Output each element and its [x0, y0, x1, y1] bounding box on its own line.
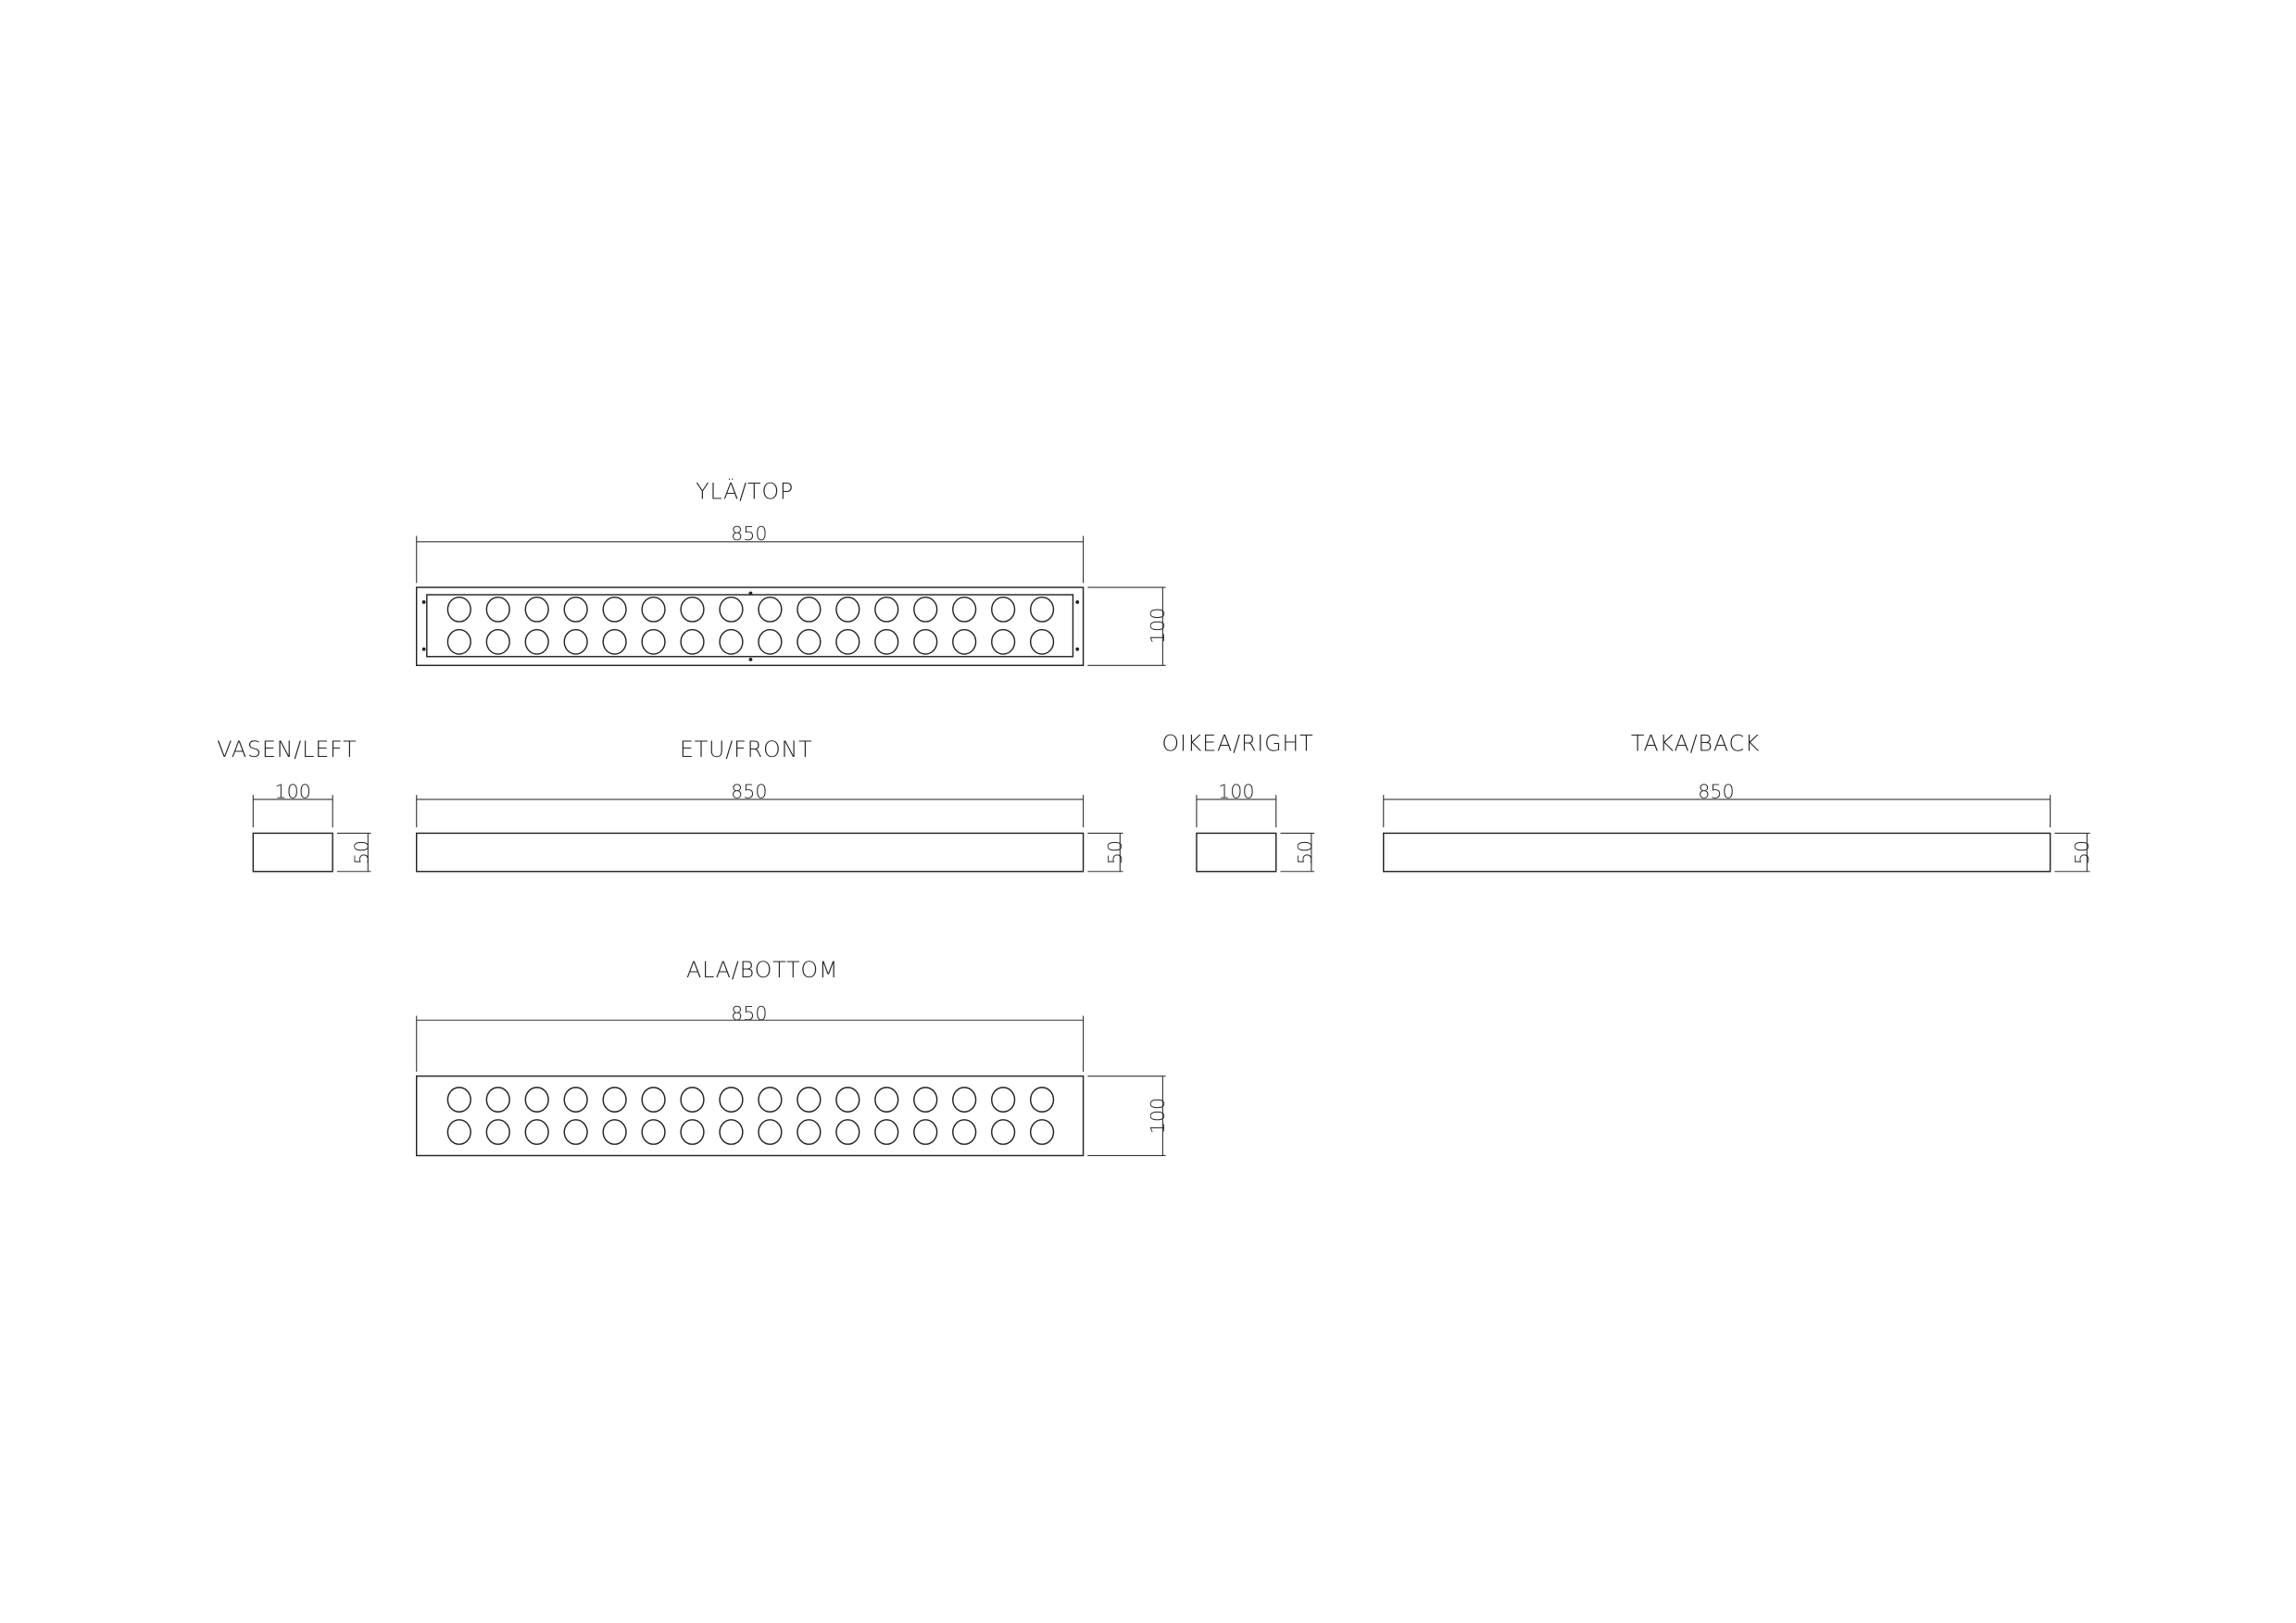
left-width-dimension: 100	[275, 780, 311, 802]
hole	[835, 1087, 860, 1113]
hole	[563, 628, 588, 655]
left-outline	[252, 832, 333, 873]
bottom-view: ALA/BOTTOM 850 100	[416, 957, 1169, 1157]
hole	[835, 628, 860, 655]
front-outline	[416, 832, 1085, 873]
hole	[680, 628, 705, 655]
right-height-dimension: 50	[1294, 840, 1316, 864]
hole	[835, 596, 860, 623]
hole	[758, 1119, 783, 1145]
hole	[524, 628, 549, 655]
top-width-dimension: 850	[731, 522, 767, 545]
hole	[446, 596, 471, 623]
right-width-dimension: 100	[1218, 780, 1254, 802]
hole	[719, 596, 744, 623]
hole	[797, 628, 822, 655]
hole	[719, 628, 744, 655]
bottom-holes	[446, 1087, 1055, 1145]
top-view: YLÄ/TOP 850 100	[416, 479, 1169, 666]
left-view-title: VASEN/LEFT	[217, 736, 357, 762]
top-holes	[446, 596, 1055, 655]
hole	[952, 1087, 977, 1113]
hole	[485, 1119, 510, 1145]
hole	[485, 628, 510, 655]
hole	[641, 628, 666, 655]
hole	[991, 628, 1016, 655]
hole	[874, 596, 899, 623]
bottom-height-dimension: 100	[1147, 1098, 1169, 1134]
hole	[758, 596, 783, 623]
hole	[797, 1087, 822, 1113]
front-view: ETU/FRONT 850 50	[416, 736, 1126, 873]
hole	[563, 596, 588, 623]
left-view: VASEN/LEFT 100 50	[217, 736, 372, 873]
hole	[874, 1119, 899, 1145]
top-view-title: YLÄ/TOP	[696, 479, 794, 505]
front-height-dimension: 50	[1104, 840, 1126, 864]
hole	[641, 596, 666, 623]
bottom-view-title: ALA/BOTTOM	[686, 957, 838, 983]
hole	[524, 596, 549, 623]
back-height-dimension: 50	[2071, 840, 2093, 864]
hole	[797, 596, 822, 623]
hole	[758, 628, 783, 655]
back-view: TAKA/BACK 850 50	[1383, 730, 2093, 873]
hole	[758, 1087, 783, 1113]
hole	[680, 596, 705, 623]
hole	[1029, 1087, 1055, 1113]
hole	[602, 596, 627, 623]
top-height-dimension: 100	[1147, 608, 1169, 644]
hole	[952, 596, 977, 623]
right-view-title: OIKEA/RIGHT	[1161, 730, 1313, 756]
hole	[563, 1087, 588, 1113]
hole	[952, 1119, 977, 1145]
hole	[913, 628, 938, 655]
hole	[641, 1087, 666, 1113]
hole	[446, 1087, 471, 1113]
hole	[952, 628, 977, 655]
hole	[1029, 596, 1055, 623]
hole	[602, 1087, 627, 1113]
hole	[602, 1119, 627, 1145]
hole	[913, 1119, 938, 1145]
back-view-title: TAKA/BACK	[1631, 730, 1760, 756]
hole	[874, 628, 899, 655]
top-outer-outline	[416, 586, 1085, 666]
hole	[835, 1119, 860, 1145]
hole	[524, 1119, 549, 1145]
hole	[991, 1087, 1016, 1113]
hole	[913, 1087, 938, 1113]
hole	[874, 1087, 899, 1113]
hole	[719, 1087, 744, 1113]
hole	[991, 596, 1016, 623]
back-outline	[1383, 832, 2051, 873]
hole	[991, 1119, 1016, 1145]
hole	[1029, 628, 1055, 655]
hole	[602, 628, 627, 655]
left-height-dimension: 50	[350, 840, 372, 864]
hole	[719, 1119, 744, 1145]
hole	[1029, 1119, 1055, 1145]
right-outline	[1196, 832, 1277, 873]
bottom-outline	[416, 1075, 1085, 1157]
hole	[680, 1119, 705, 1145]
bottom-width-dimension: 850	[731, 1002, 767, 1025]
hole	[797, 1119, 822, 1145]
hole	[485, 596, 510, 623]
front-width-dimension: 850	[731, 780, 767, 802]
right-view: OIKEA/RIGHT 100 50	[1161, 730, 1316, 873]
hole	[641, 1119, 666, 1145]
hole	[524, 1087, 549, 1113]
hole	[680, 1087, 705, 1113]
hole	[913, 596, 938, 623]
back-width-dimension: 850	[1698, 780, 1734, 802]
hole	[485, 1087, 510, 1113]
front-view-title: ETU/FRONT	[680, 736, 813, 762]
hole	[446, 1119, 471, 1145]
hole	[446, 628, 471, 655]
top-inner-plate	[426, 594, 1074, 658]
hole	[563, 1119, 588, 1145]
